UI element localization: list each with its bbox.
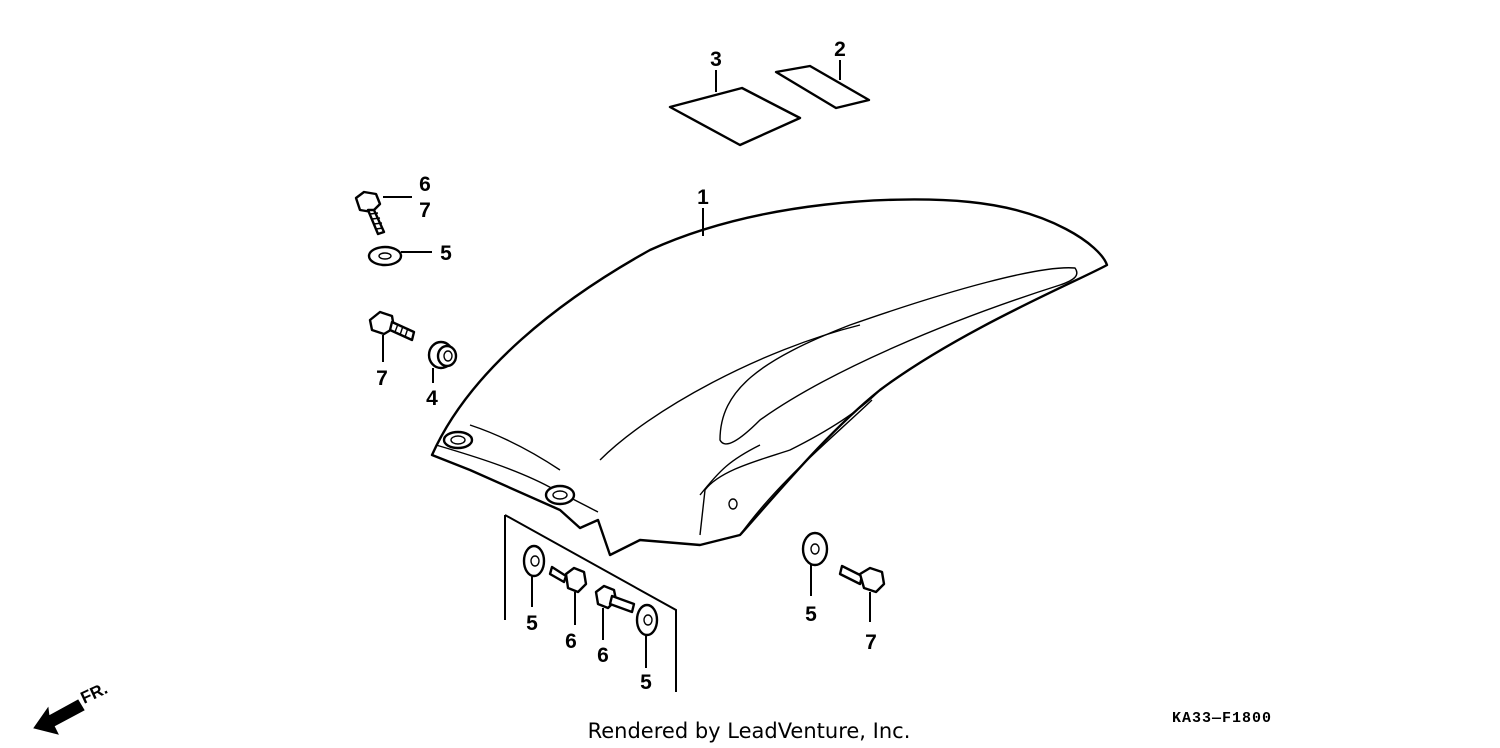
callout-bolt-b: 7 [376,367,388,390]
callout-decal-large: 3 [710,48,722,71]
callout-washer: 5 [526,612,538,635]
washer-part[interactable] [367,245,403,267]
bolt-part[interactable] [838,564,886,594]
bolt-part[interactable] [354,190,386,236]
callout-collar: 4 [426,387,438,410]
bolt-part[interactable] [368,310,416,342]
collar-part[interactable] [427,340,458,370]
washer-part[interactable] [801,531,829,567]
callout-bolt-a: 6 [419,173,431,196]
decal-large-part[interactable] [668,86,802,147]
callout-fender: 1 [697,186,709,209]
render-credit: Rendered by LeadVenture, Inc. [588,719,911,743]
callout-washer: 5 [640,671,652,694]
front-direction-label: FR. [78,679,111,708]
front-direction-arrow-icon [33,699,85,735]
decal-small-part[interactable] [774,64,871,110]
leader-lines [382,60,871,668]
diagram-code: KA33—F1800 [1172,710,1272,727]
callout-bolt-a: 6 [597,644,609,667]
washer-part[interactable] [635,603,659,637]
callout-washer: 5 [805,603,817,626]
rear-fender-part[interactable] [430,198,1109,557]
washer-part[interactable] [522,544,546,578]
callout-bolt-b: 7 [419,199,431,222]
callout-washer: 5 [440,242,452,265]
callout-bolt-a: 6 [565,630,577,653]
bolt-part[interactable] [548,565,588,594]
bolt-part[interactable] [594,584,636,614]
callout-bolt-b: 7 [865,631,877,654]
group-bracket-right [504,514,677,692]
callout-decal-small: 2 [834,38,846,61]
